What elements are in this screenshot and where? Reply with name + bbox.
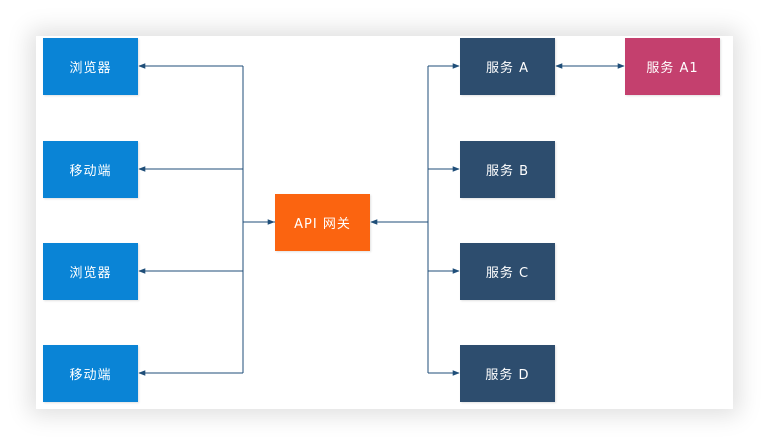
service-b[interactable]: 服务 B xyxy=(460,141,555,198)
client-browser-1[interactable]: 浏览器 xyxy=(43,38,138,95)
service-d[interactable]: 服务 D xyxy=(460,345,555,402)
service-a1[interactable]: 服务 A1 xyxy=(625,38,720,95)
client-mobile-1[interactable]: 移动端 xyxy=(43,141,138,198)
client-mobile-2[interactable]: 移动端 xyxy=(43,345,138,402)
client-browser-2[interactable]: 浏览器 xyxy=(43,243,138,300)
api-gateway[interactable]: API 网关 xyxy=(275,194,370,251)
service-c[interactable]: 服务 C xyxy=(460,243,555,300)
service-a[interactable]: 服务 A xyxy=(460,38,555,95)
